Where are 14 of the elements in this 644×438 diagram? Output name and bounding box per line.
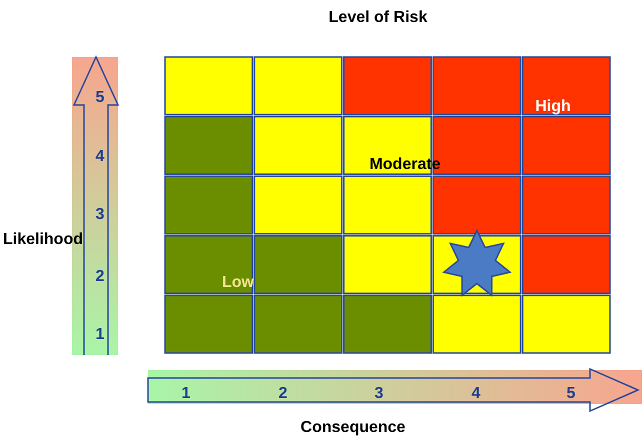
axis-number: 3: [374, 386, 384, 402]
axis-number: 2: [278, 386, 288, 402]
chart-title: Level of Risk: [328, 10, 428, 26]
axis-number: 2: [96, 269, 104, 285]
axis-title: Consequence: [300, 420, 406, 436]
zone-label: High: [535, 99, 571, 115]
axis-number: 3: [96, 207, 104, 223]
axis-number: 4: [472, 386, 480, 402]
axis-number: 5: [96, 90, 104, 106]
axis-title: Likelihood: [3, 232, 83, 248]
axis-number: 1: [96, 327, 104, 343]
axis-number: 5: [566, 386, 576, 402]
axis-number: 1: [182, 386, 190, 402]
axis-number: 4: [96, 149, 104, 165]
